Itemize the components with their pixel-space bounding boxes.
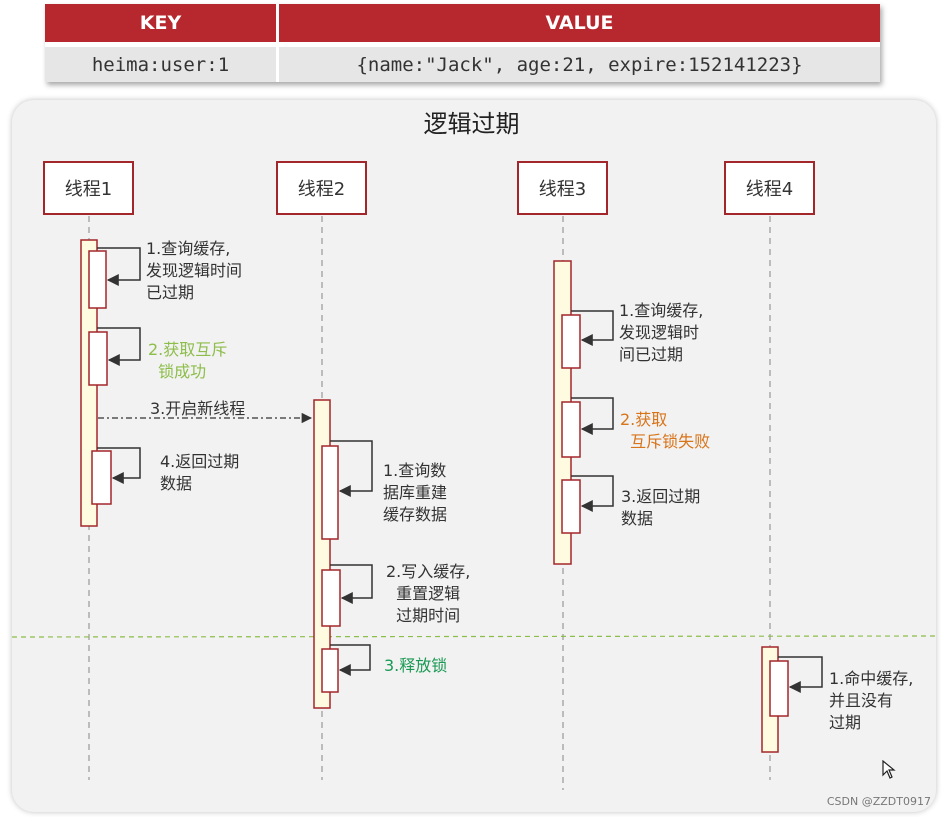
step-label-t1-query: 1.查询缓存, 发现逻辑时间 已过期 xyxy=(146,239,243,302)
activation-t1-lock xyxy=(88,331,108,386)
self-arrow-t1-return xyxy=(97,447,141,484)
self-arrow-t3-query xyxy=(571,310,614,346)
table-header-separator xyxy=(45,42,880,47)
thread-box-2: 线程2 xyxy=(276,161,367,215)
activation-t2-write xyxy=(321,569,341,627)
step-label-t3-query: 1.查询缓存, 发现逻辑时 间已过期 xyxy=(619,301,704,364)
value-header: VALUE xyxy=(279,4,880,42)
timeline-separator xyxy=(11,635,937,638)
watermark: CSDN @ZZDT0917 xyxy=(826,795,931,808)
key-header: KEY xyxy=(45,4,276,42)
self-arrow-t3-lock xyxy=(571,397,614,435)
step-label-t4-hit: 1.命中缓存, 并且没有 过期 xyxy=(829,669,914,732)
self-arrow-t2-write xyxy=(330,564,373,604)
step-label-t2-query-db: 1.查询数 据库重建 缓存数据 xyxy=(383,461,448,524)
thread-box-1: 线程1 xyxy=(43,161,134,215)
activation-t3-return xyxy=(561,479,581,534)
key-cell: heima:user:1 xyxy=(91,53,230,76)
self-arrow-t3-return xyxy=(571,475,614,512)
self-arrow-t2-release xyxy=(330,644,371,676)
value-cell: {name:"Jack", age:21, expire:152141223} xyxy=(356,53,803,76)
thread-box-3: 线程3 xyxy=(517,161,608,215)
step-label-t2-release: 3.释放锁 xyxy=(384,656,448,675)
key-value-table: KEY VALUE heima:user:1 {name:"Jack", age… xyxy=(45,4,880,82)
self-arrow-t2-query-db xyxy=(330,440,373,497)
activation-t3-query xyxy=(561,314,581,369)
diagram-title: 逻辑过期 xyxy=(423,110,520,138)
activation-t2-query-db xyxy=(321,445,339,540)
activation-t4-hit xyxy=(769,660,789,717)
table-column-divider xyxy=(276,4,279,82)
step-label-t1-return: 4.返回过期 数据 xyxy=(160,452,240,493)
self-arrow-t4-hit xyxy=(778,656,823,693)
mouse-pointer-icon xyxy=(882,760,896,779)
step-label-t3-lock-fail: 2.获取 互斥锁失败 xyxy=(620,410,711,451)
step-label-t2-write: 2.写入缓存, 重置逻辑 过期时间 xyxy=(386,562,471,625)
step-label-t1-new-thread: 3.开启新线程 xyxy=(150,399,246,418)
step-label-t3-return: 3.返回过期 数据 xyxy=(621,487,701,528)
activation-t2-release xyxy=(321,648,339,693)
activation-t1-return xyxy=(91,450,112,505)
self-arrow-t1-lock xyxy=(97,327,141,366)
activation-t3-lock xyxy=(561,401,581,458)
thread-box-4: 线程4 xyxy=(724,161,815,215)
activation-t1-query xyxy=(88,250,107,309)
self-arrow-t1-query xyxy=(97,247,141,286)
step-label-t1-lock: 2.获取互斥 锁成功 xyxy=(148,340,228,381)
